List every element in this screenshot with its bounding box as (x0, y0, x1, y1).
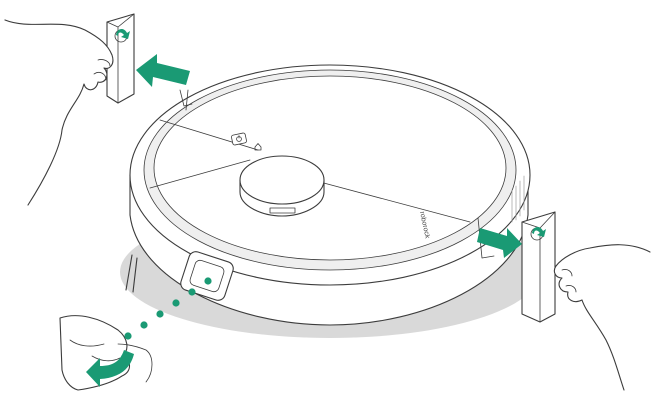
power-icon (236, 135, 242, 142)
left-hand (4, 19, 114, 206)
bumper-window (180, 251, 234, 301)
right-bumper-clip (521, 211, 556, 323)
side-vents (511, 175, 525, 223)
lds-turret (239, 155, 325, 217)
control-panel (231, 132, 262, 151)
robot-vacuum: roborock (125, 64, 531, 326)
pull-arrow-left (136, 54, 190, 87)
bottom-left-hand (59, 315, 153, 391)
pull-arrow-right (477, 228, 522, 258)
dotted-guide-line (124, 277, 212, 340)
home-icon (254, 143, 262, 151)
lift-arrow-bottom (86, 350, 134, 387)
side-brush (125, 254, 138, 293)
left-bumper-clip (106, 13, 135, 104)
top-cover-seams (149, 89, 471, 223)
right-hand (553, 244, 651, 391)
